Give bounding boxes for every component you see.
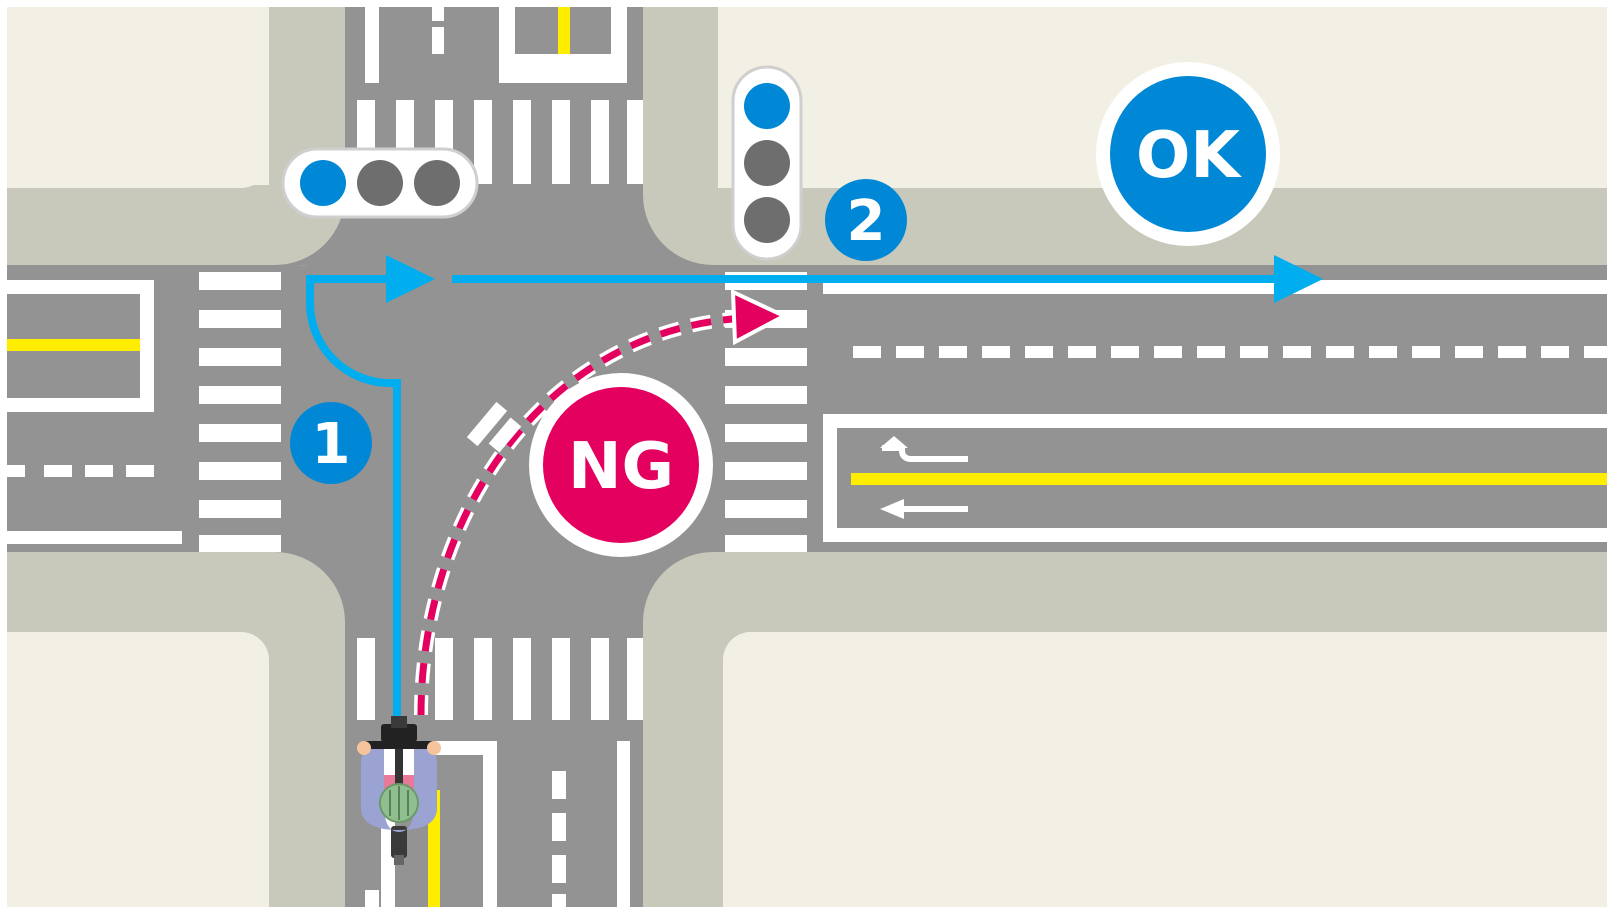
signal-lamp-on (300, 160, 346, 206)
land-bottom-right (722, 632, 1607, 907)
land-blocks (7, 7, 1607, 907)
step-2-badge: 2 (825, 179, 907, 261)
crosswalk-west (199, 272, 281, 552)
traffic-signal-vertical (731, 65, 803, 261)
step-1-badge: 1 (290, 402, 372, 484)
step-1-label: 1 (312, 412, 351, 477)
west-road-markings (7, 280, 182, 544)
signal-lamp-on (744, 83, 790, 129)
straight-arrow-icon (880, 499, 968, 519)
curb-corners (275, 195, 713, 622)
signal-lamp-off (744, 197, 790, 243)
ng-path (414, 288, 789, 716)
ok-badge: OK (1096, 62, 1280, 246)
north-road-markings (365, 7, 627, 83)
cyclist-top-view-icon (357, 716, 441, 865)
step-2-label: 2 (847, 189, 886, 254)
u-turn-arrow-icon (899, 447, 968, 462)
ok-label: OK (1136, 119, 1242, 193)
traffic-signal-horizontal (281, 147, 479, 219)
east-road-markings (823, 280, 1607, 542)
signal-lamp-off (357, 160, 403, 206)
signal-lamp-off (744, 140, 790, 186)
ng-label: NG (568, 430, 674, 504)
crosswalk-south (357, 638, 643, 720)
signal-lamp-off (414, 160, 460, 206)
land-bottom-left (7, 632, 269, 907)
ng-badge: NG (529, 373, 713, 557)
ok-path (306, 255, 1323, 720)
